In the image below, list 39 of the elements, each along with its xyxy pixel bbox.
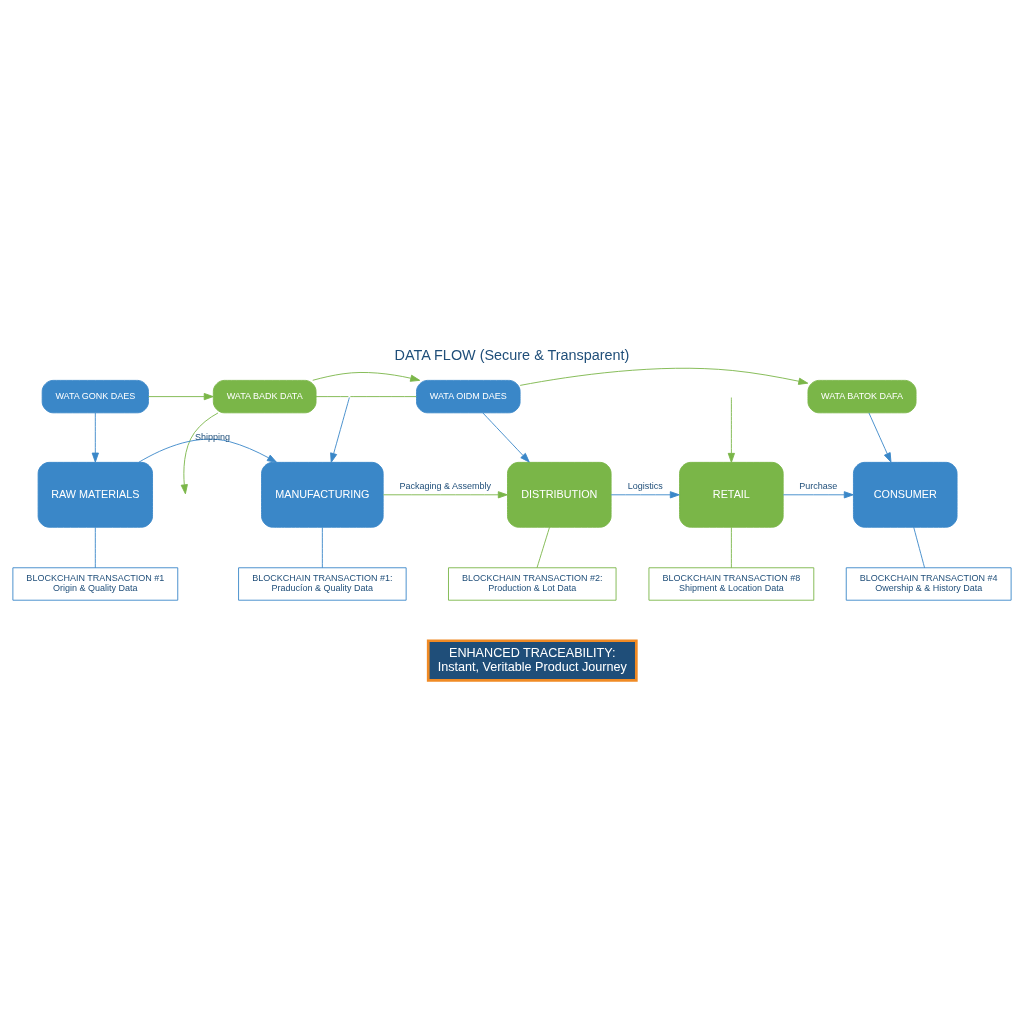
arrow xyxy=(138,438,277,463)
node-box: CONSUMER xyxy=(853,461,958,528)
arrow xyxy=(180,412,219,494)
node-box: MANUFACTURING xyxy=(261,461,384,528)
connector xyxy=(730,526,732,568)
node-box: ENHANCED TRACEABILITY: Instant, Veritable Product Journey xyxy=(426,638,638,682)
edge-label: Shipping xyxy=(194,431,230,442)
edge-label: Packaging & Assembly xyxy=(399,480,492,491)
node-box: WATA GONK DAES xyxy=(41,379,149,413)
arrow xyxy=(782,490,854,498)
connector xyxy=(94,526,96,568)
node-box: BLOCKCHAIN TRANSACTION #2: Production & Lot Data xyxy=(448,566,617,601)
arrow xyxy=(148,392,214,400)
node-box: WATA BATOK DAFA xyxy=(807,379,917,413)
node-box: BLOCKCHAIN TRANSACTION #1: Praducíon & Quality Data xyxy=(238,566,407,601)
node-box: WATA BADK DATA xyxy=(212,379,317,413)
connector xyxy=(536,526,550,568)
connector xyxy=(315,395,417,397)
node-box: WATA OIDM DAES xyxy=(416,379,521,413)
arrow xyxy=(482,412,530,463)
diagram-title: DATA FLOW (Secure & Transparent) xyxy=(394,346,630,363)
node-box: RETAIL xyxy=(679,461,784,528)
arrow xyxy=(312,371,421,382)
node-box: RAW MATERIALS xyxy=(37,461,153,528)
arrow xyxy=(610,490,680,498)
node-box: BLOCKCHAIN TRANSACTION #8 Shipment & Location Data xyxy=(648,566,815,601)
node-box: DISTRIBUTION xyxy=(507,461,612,528)
arrow xyxy=(91,412,99,463)
arrow xyxy=(330,396,350,463)
arrow xyxy=(868,412,892,463)
arrow xyxy=(382,490,508,498)
edge-label: Logistics xyxy=(627,480,663,491)
node-box: BLOCKCHAIN TRANSACTION #1 Origin & Quality Data xyxy=(12,566,179,601)
arrow xyxy=(519,367,809,386)
connector xyxy=(913,526,926,568)
node-box: BLOCKCHAIN TRANSACTION #4 Owership & & History Data xyxy=(845,566,1012,601)
connector xyxy=(321,526,323,568)
arrow xyxy=(727,396,735,463)
edge-label: Purchase xyxy=(799,480,838,491)
